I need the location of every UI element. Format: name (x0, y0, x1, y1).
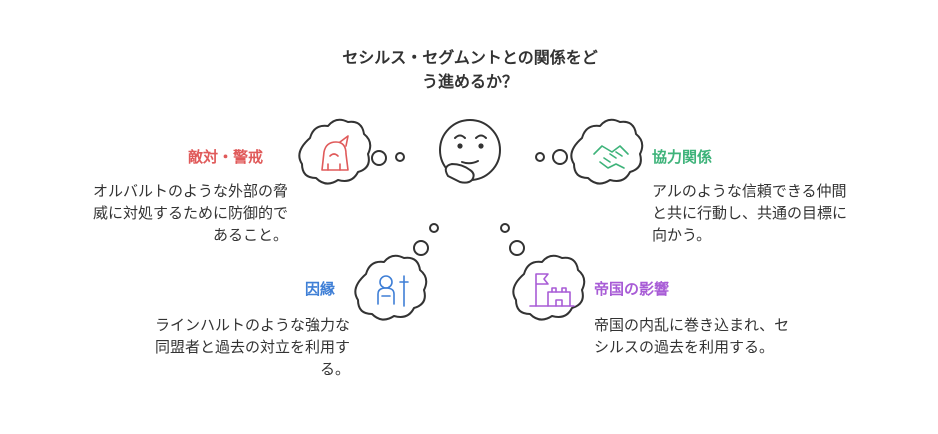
title-line-2: う進めるか？ (421, 72, 518, 91)
desc-hostile: オルバルトのような外部の脅 威に対処するために防御的で あること。 (92, 182, 288, 244)
hooded-figure-icon (321, 135, 349, 171)
desc-cooperate: アルのような信頼できる仲間 と共に行動し、共通の目標に 向かう。 (652, 182, 848, 244)
label-empire: 帝国の影響 (594, 280, 670, 298)
cloud-cooperate (570, 118, 644, 185)
label-cooperate: 協力関係 (652, 148, 713, 166)
handshake-icon (593, 145, 629, 169)
thinking-face-icon (439, 119, 501, 184)
cloud-hostile (298, 118, 372, 185)
title-line-1: セシルス・セグムントとの関係をど (342, 48, 598, 67)
bubble-trails (371, 149, 568, 256)
desc-fate: ラインハルトのような強力な 同盟者と過去の対立を利用す る。 (154, 316, 350, 378)
castle-flag-icon (529, 273, 575, 307)
label-hostile: 敵対・警戒 (188, 148, 264, 166)
cloud-empire (512, 254, 586, 321)
diagram-title: セシルス・セグムントとの関係をど う進めるか？ (300, 46, 640, 94)
cloud-fate (354, 254, 428, 321)
swordsman-icon (377, 275, 409, 307)
label-fate: 因縁 (305, 280, 336, 298)
desc-empire: 帝国の内乱に巻き込まれ、セ シルスの過去を利用する。 (594, 316, 790, 356)
